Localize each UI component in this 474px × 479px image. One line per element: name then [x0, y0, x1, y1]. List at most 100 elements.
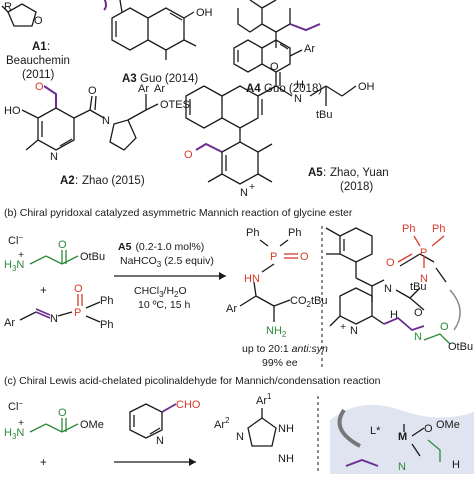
a2-otes: OTES — [160, 99, 190, 111]
catalyst-a2-ref: Zhao (2015) — [82, 175, 145, 187]
catalyst-a2-label: A2 — [60, 175, 75, 187]
a5-formyl-bond — [195, 142, 223, 153]
a5-n: N — [294, 93, 302, 105]
a2-amide-o: O — [88, 85, 97, 97]
c-cl-ion: Cl− — [8, 399, 23, 413]
c-complex-h: H — [452, 459, 460, 471]
b-ts-o: O — [386, 257, 395, 269]
b-ts-h: H — [390, 309, 398, 321]
c-glycine-o: O — [58, 407, 67, 419]
b-ts-amide-n: N — [384, 283, 392, 295]
a2-formyl-bond — [43, 85, 57, 108]
c-ome: OMe — [80, 419, 104, 431]
b-prod-o: O — [300, 251, 309, 263]
c-complex-glycine — [427, 439, 441, 462]
c-prod-nh2: NH — [278, 453, 294, 465]
c-complex-n: N — [398, 461, 406, 473]
a1-r: R — [4, 1, 12, 13]
a4-ar: Ar — [304, 43, 315, 55]
catalyst-a3-ref: Guo (2014) — [140, 73, 198, 85]
c-complex-o: O — [424, 423, 433, 435]
a4-ar-bond — [289, 49, 303, 57]
c-complex-bonds — [403, 424, 425, 457]
b-product-bonds — [239, 239, 291, 322]
b-ts-n: N — [420, 273, 428, 285]
b-ts-ring-plus: + — [340, 321, 346, 333]
b-ts-tbu: tBu — [410, 281, 427, 293]
c-pyr-n: N — [156, 435, 164, 447]
c-ar1: Ar1 — [256, 392, 272, 407]
a5-tbu: tBu — [316, 109, 333, 121]
catalyst-a1-colon: : — [47, 41, 50, 53]
b-prod-ar: Ar — [226, 303, 237, 315]
b-prod-ph1: Ph — [246, 227, 259, 239]
c-lstar: L* — [370, 425, 381, 437]
b-prod-nh2: NH2 — [266, 325, 287, 339]
b-glycine-bonds — [29, 250, 79, 265]
b-ee: 99% ee — [262, 357, 298, 369]
b-prod-hn: HN — [244, 273, 260, 285]
a2-ar-right: Ar — [154, 83, 165, 95]
catalyst-a1-ref: Beauchemin — [6, 55, 70, 67]
b-arrow-head — [219, 272, 226, 280]
b-base: NaHCO3(2.5 equiv) — [120, 255, 214, 269]
b-prod-ph2: Ph — [288, 227, 301, 239]
c-cho-bond — [161, 403, 177, 413]
catalyst-a4-structure — [233, 0, 291, 73]
c-arrow-head — [189, 458, 196, 466]
a2-pro-n: N — [102, 115, 110, 127]
catalyst-a1-year: (2011) — [22, 69, 55, 81]
catalyst-a4-ref: Guo (2018) — [264, 83, 322, 95]
catalyst-a5-ref: Zhao, Yuan — [330, 167, 389, 179]
b-ts-o2: O — [440, 321, 449, 333]
b-ts-glycine-bond — [423, 333, 451, 345]
c-prod-n: N — [236, 431, 244, 443]
a2-ho: HO — [4, 105, 21, 117]
b-ts-ph1: Ph — [402, 223, 415, 235]
b-conditions: 10 ºC, 15 h — [138, 299, 190, 311]
b-plus-sign: + — [40, 285, 47, 297]
catalyst-a2-structure — [21, 94, 159, 151]
b-ts-bonds — [325, 227, 447, 327]
section-b-header: (b) Chiral pyridoxal catalyzed asymmetri… — [4, 207, 353, 219]
b-imine-n: N — [50, 313, 58, 325]
b-ts-arrow — [449, 289, 461, 331]
a3-aldehyde-bond — [103, 0, 107, 11]
catalyst-a3-label: A3 — [122, 73, 137, 85]
b-dr: up to 20:1 anti:syn — [242, 343, 328, 355]
a1-ring-o: O — [34, 15, 43, 27]
catalyst-a1-label: A1 — [32, 41, 47, 53]
b-ts-oh-o: O — [414, 307, 423, 319]
a2-ring-n: N — [50, 151, 58, 163]
c-prod-nh: NH — [278, 423, 294, 435]
c-cho: CHO — [176, 399, 201, 411]
a5-oh: OH — [358, 81, 375, 93]
b-prod-p: P — [270, 251, 277, 263]
b-imine-ar: Ar — [4, 317, 15, 329]
catalyst-a1-structure — [1, 3, 37, 27]
b-ts-imine-n: N — [414, 331, 422, 343]
a5-ring-n: N — [240, 187, 248, 199]
c-pyridine — [129, 403, 163, 439]
b-h3n: H3N — [4, 259, 24, 273]
b-imine-ph2: Ph — [100, 319, 113, 331]
b-catalyst: A5(0.2-1.0 mol%) — [118, 241, 204, 253]
c-plus-sign: + — [40, 457, 47, 469]
b-ts-p: P — [420, 247, 427, 259]
c-metal: M — [398, 431, 407, 443]
b-h3n-plus: + — [18, 249, 24, 261]
c-h3n-plus: + — [18, 417, 24, 429]
a4-vinyl-bond — [289, 23, 321, 32]
c-complex-ome: OMe — [436, 419, 460, 431]
a5-amide-o: O — [270, 61, 279, 73]
a2-ar-left: Ar — [138, 83, 149, 95]
c-h3n: H3N — [4, 427, 24, 441]
b-imine-p: P — [74, 307, 81, 319]
b-solvent: CHCl3/H2O — [134, 285, 187, 299]
catalyst-a5-structure — [185, 72, 357, 185]
catalyst-a5-year: (2018) — [340, 181, 373, 193]
a5-ring-n-plus: + — [249, 181, 255, 193]
c-product-ring — [247, 408, 277, 447]
